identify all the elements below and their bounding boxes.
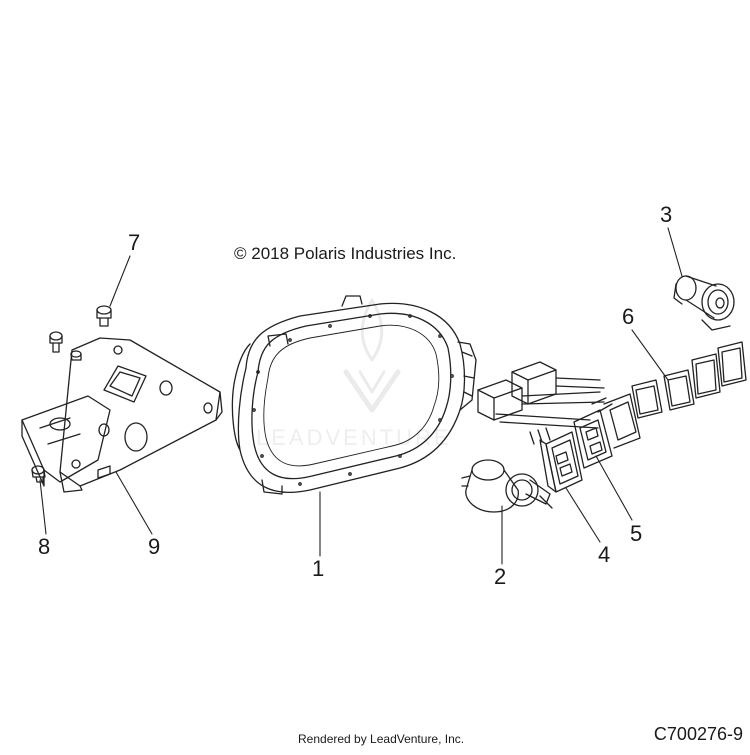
part-5-rocker-switches — [573, 393, 641, 469]
part-3-power-outlet — [673, 275, 735, 331]
callout-4: 4 — [598, 542, 611, 567]
part-6-switch-plugs — [631, 341, 747, 419]
watermark-text: LEADVENTURE — [256, 425, 452, 450]
leader-line-6 — [631, 329, 669, 381]
reference-code: C700276-9 — [653, 724, 743, 744]
callout-5: 5 — [630, 521, 643, 546]
leader-line-9 — [115, 471, 153, 535]
part-4-rocker-switch — [539, 431, 583, 493]
leader-line-7 — [109, 255, 131, 307]
callout-1: 1 — [312, 556, 325, 581]
leader-line-4 — [565, 487, 601, 543]
leadventure-watermark: LEADVENTURE — [256, 298, 452, 450]
leader-line-5 — [595, 455, 633, 521]
part-8-screw — [31, 465, 46, 483]
wiring-harness-connectors — [477, 361, 605, 445]
callout-2: 2 — [494, 564, 507, 589]
part-7-screws — [49, 305, 112, 361]
callout-8: 8 — [38, 534, 51, 559]
callout-7: 7 — [128, 230, 141, 255]
callout-6: 6 — [622, 304, 635, 329]
callout-3: 3 — [660, 202, 673, 227]
part-9-mounting-bracket — [21, 337, 223, 493]
callout-9: 9 — [148, 534, 161, 559]
part-1-instrument-cluster — [231, 295, 477, 495]
render-credit: Rendered by LeadVenture, Inc. — [298, 732, 465, 746]
part-2-ignition-switch — [461, 459, 553, 513]
copyright-notice: © 2018 Polaris Industries Inc. — [234, 244, 457, 263]
leader-lines — [39, 227, 683, 565]
leader-line-3 — [667, 227, 683, 277]
leader-line-8 — [39, 479, 47, 535]
